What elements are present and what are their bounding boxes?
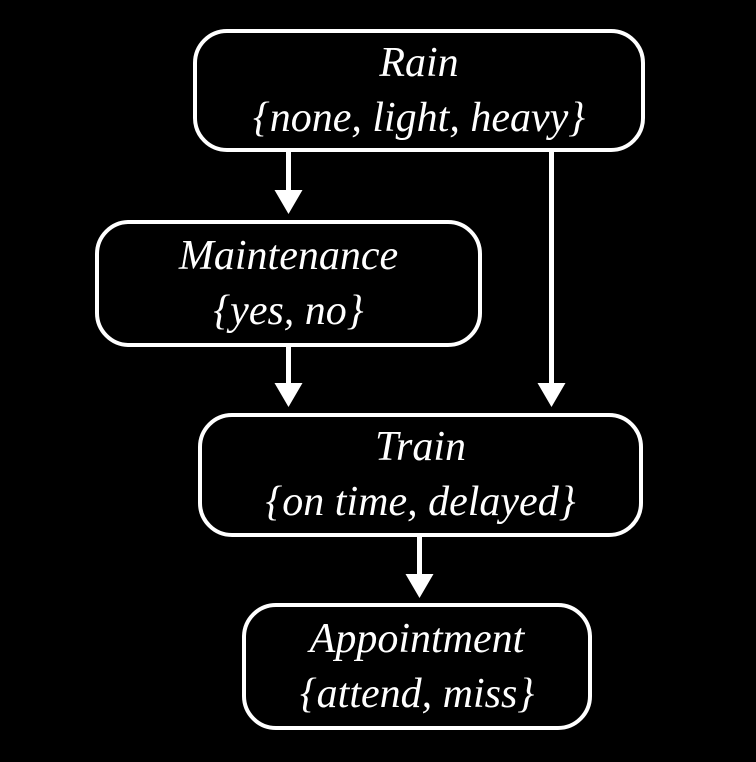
edge-rain-to-train bbox=[537, 152, 566, 407]
node-train: Train {on time, delayed} bbox=[198, 413, 643, 537]
edge-train-to-appointment bbox=[405, 537, 434, 598]
node-rain-label: Rain bbox=[379, 39, 459, 86]
node-train-label: Train bbox=[374, 424, 467, 470]
node-maintenance-states: {yes, no} bbox=[213, 287, 364, 334]
node-appointment-states: {attend, miss} bbox=[299, 670, 535, 717]
node-maintenance: Maintenance {yes, no} bbox=[95, 220, 482, 347]
edge-rain-to-maintenance bbox=[274, 152, 303, 214]
node-maintenance-label: Maintenance bbox=[178, 232, 399, 279]
node-train-states: {on time, delayed} bbox=[265, 479, 576, 525]
node-rain: Rain {none, light, heavy} bbox=[193, 29, 645, 152]
edge-maintenance-to-train bbox=[274, 347, 303, 407]
node-appointment: Appointment {attend, miss} bbox=[242, 603, 592, 730]
node-appointment-label: Appointment bbox=[309, 615, 525, 662]
node-rain-states: {none, light, heavy} bbox=[252, 94, 586, 141]
